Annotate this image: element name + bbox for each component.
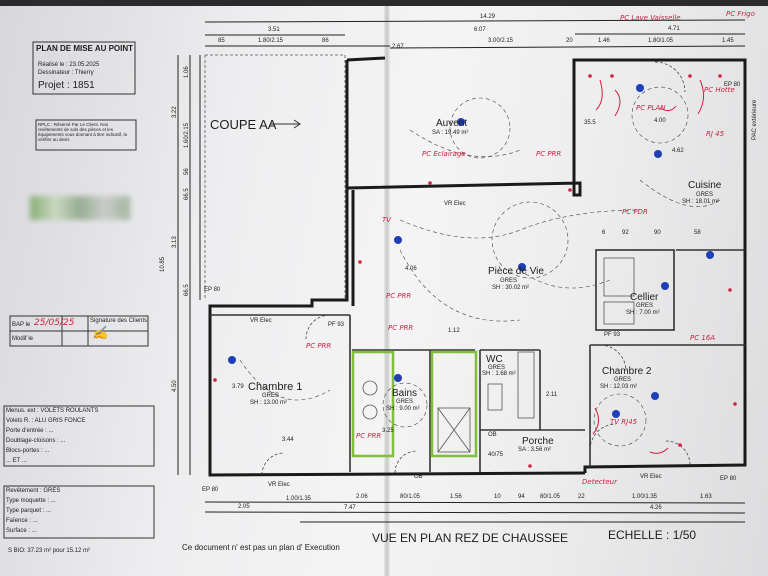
basin-2 — [362, 404, 378, 420]
bath-tiling-2 — [430, 350, 478, 458]
cellier-shelf — [603, 257, 635, 297]
rplc-note: RPLC : Réservé Par Le Client. Nos revête… — [38, 122, 128, 142]
rplc-note-frame — [35, 119, 137, 151]
title-block-heading: PLAN DE MISE AU POINT — [36, 44, 134, 53]
approval-bap-label: BAP le — [12, 322, 31, 328]
title-block-designer: Dessinateur : Thierry — [38, 70, 94, 76]
section-label: COUPE AA — [210, 117, 277, 132]
scale-label: ECHELLE : 1/50 — [608, 528, 697, 542]
wall-exterior-left — [208, 60, 586, 477]
redacted-name — [30, 196, 130, 220]
dim-line-top-overall — [204, 19, 746, 23]
approval-bap-value: 25/05/25 — [34, 318, 75, 328]
view-title: VUE EN PLAN REZ DE CHAUSSEE — [372, 531, 569, 545]
title-block-frame — [32, 41, 136, 95]
title-block-date: Réalisé le : 23.05.2025 — [38, 62, 100, 68]
wall-exterior-right — [346, 58, 747, 473]
door-swing-1 — [261, 452, 285, 476]
approval-signature-label: Signature des Clients — [90, 318, 148, 324]
wc-bowl — [487, 383, 503, 411]
title-block-project: Projet : 1851 — [38, 80, 95, 91]
bath-tiling-1 — [351, 350, 395, 458]
basin-1 — [362, 380, 378, 396]
outlet-1 — [457, 118, 465, 126]
bottom-area-note: S BIO: 37.23 m² pour 15.12 m² — [8, 548, 91, 554]
wall-cellier — [595, 249, 675, 331]
menus-frame — [3, 405, 155, 467]
paper-sheet — [0, 6, 768, 576]
disclaimer: Ce document n' est pas un plan d' Execut… — [182, 543, 340, 552]
paper-fold — [384, 6, 390, 576]
dim-line-bottom — [204, 501, 746, 504]
approval-modif-label: Modif le — [12, 336, 34, 342]
revetement-frame — [3, 485, 155, 539]
shower-tray — [437, 407, 471, 453]
dim-line-top-3 — [389, 45, 746, 49]
